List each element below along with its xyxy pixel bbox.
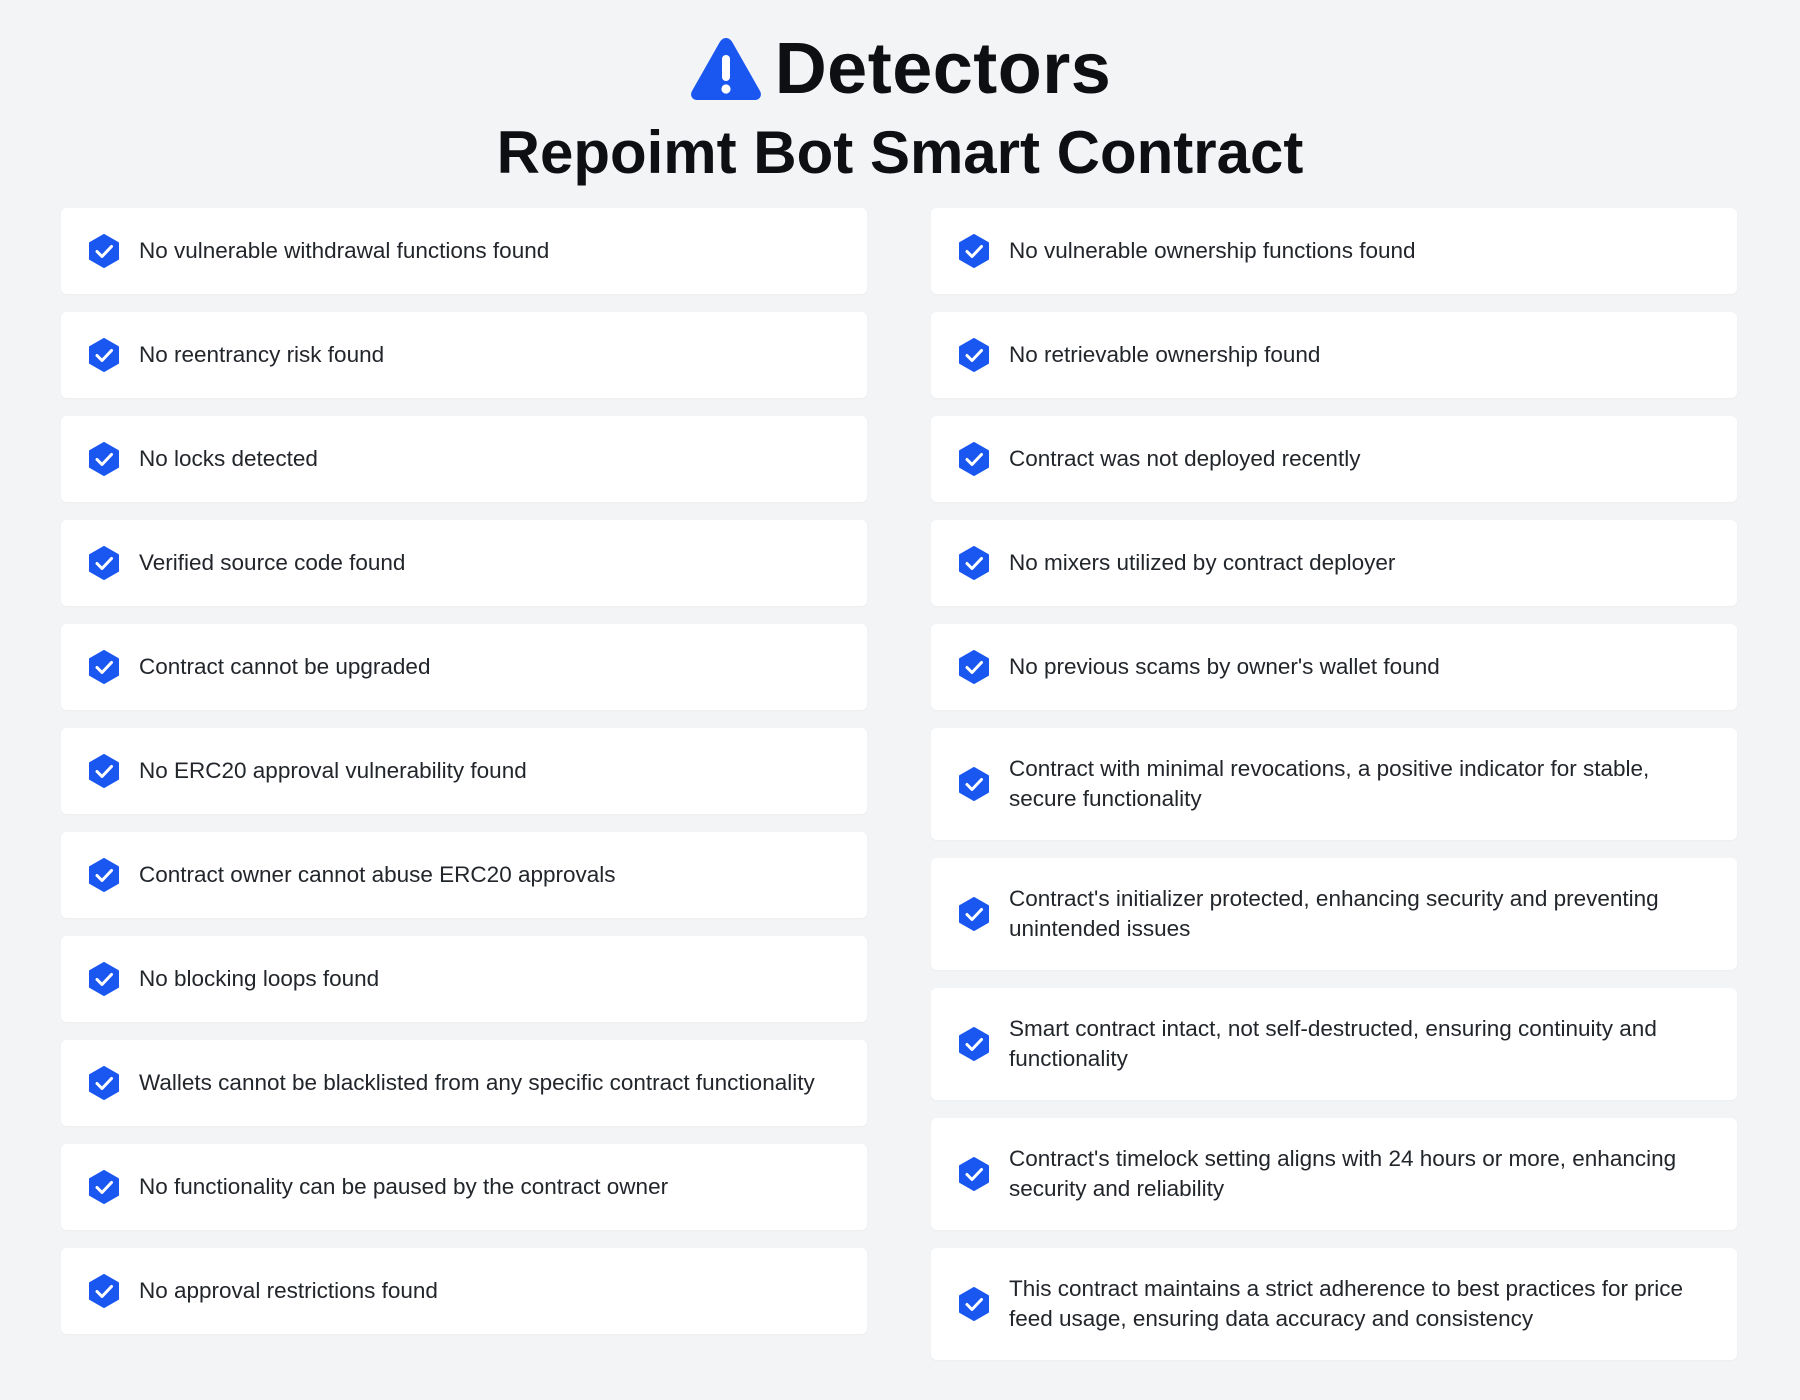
- detector-item: No locks detected: [61, 416, 867, 502]
- detector-item: Contract cannot be upgraded: [61, 624, 867, 710]
- detector-item: No blocking loops found: [61, 936, 867, 1022]
- check-badge-icon: [89, 962, 119, 996]
- detector-item-text: No previous scams by owner's wallet foun…: [1009, 654, 1440, 679]
- detector-item-text: Contract's timelock setting aligns with …: [1009, 1146, 1677, 1201]
- detector-item: No mixers utilized by contract deployer: [931, 520, 1737, 606]
- detector-item-text: No reentrancy risk found: [139, 342, 385, 367]
- detector-item: No ERC20 approval vulnerability found: [61, 728, 867, 814]
- detector-item: Contract's timelock setting aligns with …: [931, 1118, 1737, 1230]
- detector-item-text: No functionality can be paused by the co…: [139, 1174, 669, 1199]
- check-badge-icon: [89, 546, 119, 580]
- check-badge-icon: [959, 338, 989, 372]
- right-column: No vulnerable ownership functions found …: [931, 208, 1737, 1360]
- check-badge-icon: [959, 897, 989, 931]
- check-badge-icon: [89, 338, 119, 372]
- detector-item-text: Contract cannot be upgraded: [139, 654, 431, 679]
- check-badge-icon: [959, 442, 989, 476]
- detector-item-text: No retrievable ownership found: [1009, 342, 1321, 367]
- detector-item: Contract was not deployed recently: [931, 416, 1737, 502]
- check-badge-icon: [89, 1274, 119, 1308]
- left-column: No vulnerable withdrawal functions found…: [61, 208, 867, 1360]
- detector-item-text: Wallets cannot be blacklisted from any s…: [139, 1070, 815, 1095]
- check-badge-icon: [89, 1170, 119, 1204]
- page-header: Detectors Repoimt Bot Smart Contract: [0, 24, 1800, 186]
- detector-item: Verified source code found: [61, 520, 867, 606]
- detector-item: No vulnerable withdrawal functions found: [61, 208, 867, 294]
- detector-item: Wallets cannot be blacklisted from any s…: [61, 1040, 867, 1126]
- detector-columns: No vulnerable withdrawal functions found…: [61, 208, 1737, 1360]
- detector-item: No functionality can be paused by the co…: [61, 1144, 867, 1230]
- page-title: Detectors: [774, 29, 1112, 109]
- detector-item: Contract with minimal revocations, a pos…: [931, 728, 1737, 840]
- detector-item: No vulnerable ownership functions found: [931, 208, 1737, 294]
- detector-item: No previous scams by owner's wallet foun…: [931, 624, 1737, 710]
- check-badge-icon: [89, 650, 119, 684]
- check-badge-icon: [959, 234, 989, 268]
- check-badge-icon: [959, 1287, 989, 1321]
- detector-item-text: Contract owner cannot abuse ERC20 approv…: [139, 862, 616, 887]
- detector-item: No approval restrictions found: [61, 1248, 867, 1334]
- check-badge-icon: [89, 1066, 119, 1100]
- detector-item: This contract maintains a strict adheren…: [931, 1248, 1737, 1360]
- detector-item-text: This contract maintains a strict adheren…: [1009, 1276, 1684, 1331]
- detector-item-text: Contract was not deployed recently: [1009, 446, 1361, 471]
- detector-item: Contract's initializer protected, enhanc…: [931, 858, 1737, 970]
- check-badge-icon: [89, 234, 119, 268]
- check-badge-icon: [959, 767, 989, 801]
- detector-item: No retrievable ownership found: [931, 312, 1737, 398]
- title-row: Detectors: [0, 24, 1800, 114]
- detector-item-text: No vulnerable ownership functions found: [1009, 238, 1416, 263]
- check-badge-icon: [959, 650, 989, 684]
- detector-item: Smart contract intact, not self-destruct…: [931, 988, 1737, 1100]
- detector-item: No reentrancy risk found: [61, 312, 867, 398]
- warning-triangle-icon: [690, 38, 761, 100]
- check-badge-icon: [959, 546, 989, 580]
- detector-item-text: No vulnerable withdrawal functions found: [139, 238, 550, 263]
- check-badge-icon: [89, 442, 119, 476]
- page-subtitle: Repoimt Bot Smart Contract: [496, 119, 1304, 186]
- check-badge-icon: [959, 1157, 989, 1191]
- detector-item: Contract owner cannot abuse ERC20 approv…: [61, 832, 867, 918]
- detector-item-text: Smart contract intact, not self-destruct…: [1009, 1016, 1657, 1071]
- detector-item-text: No ERC20 approval vulnerability found: [139, 758, 527, 783]
- detector-item-text: Contract with minimal revocations, a pos…: [1009, 756, 1650, 811]
- check-badge-icon: [959, 1027, 989, 1061]
- detector-item-text: No blocking loops found: [139, 966, 380, 991]
- detector-item-text: Verified source code found: [139, 550, 406, 575]
- detector-item-text: Contract's initializer protected, enhanc…: [1009, 886, 1659, 941]
- detector-item-text: No mixers utilized by contract deployer: [1009, 550, 1396, 575]
- detector-item-text: No approval restrictions found: [139, 1278, 438, 1303]
- detector-item-text: No locks detected: [139, 446, 318, 471]
- check-badge-icon: [89, 858, 119, 892]
- check-badge-icon: [89, 754, 119, 788]
